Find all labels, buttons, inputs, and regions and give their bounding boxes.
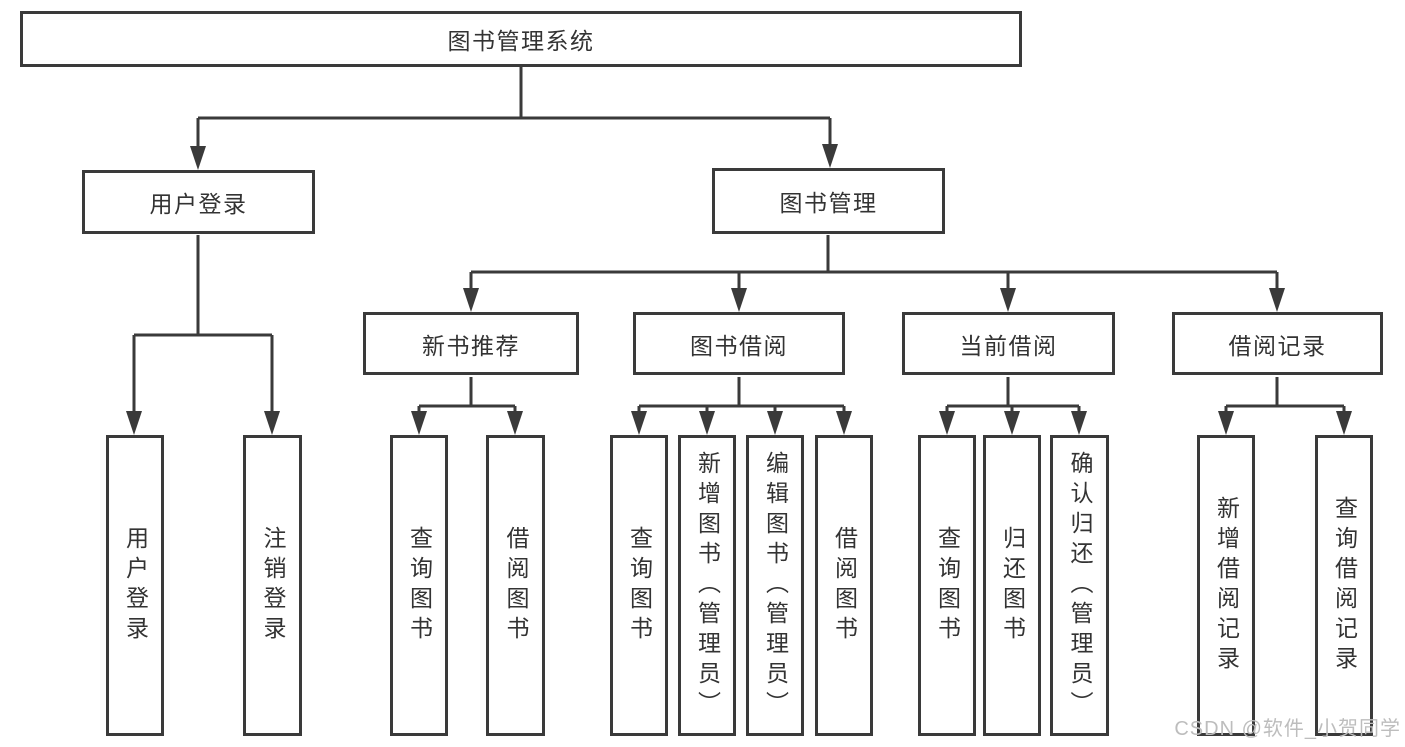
leaf-query-books-borrow: 查询图书 bbox=[610, 435, 668, 736]
arrow-down-icon bbox=[767, 411, 783, 435]
arrow-down-icon bbox=[507, 411, 523, 435]
arrow-down-icon bbox=[190, 146, 206, 170]
leaf-borrow-books-recommend: 借阅图书 bbox=[486, 435, 545, 736]
arrow-down-icon bbox=[411, 411, 427, 435]
leaf-edit-books-admin: 编辑图书（管理员） bbox=[746, 435, 804, 736]
connector-lines bbox=[132, 66, 1346, 416]
node-user-login: 用户登录 bbox=[82, 170, 315, 234]
leaf-add-books-admin: 新增图书（管理员） bbox=[678, 435, 736, 736]
arrow-down-icon bbox=[1004, 411, 1020, 435]
leaf-query-books-recommend: 查询图书 bbox=[390, 435, 448, 736]
leaf-user-login: 用户登录 bbox=[106, 435, 164, 736]
leaf-borrow-books-recommend-label: 借阅图书 bbox=[503, 525, 529, 646]
leaf-add-borrow-record: 新增借阅记录 bbox=[1197, 435, 1255, 736]
arrow-down-icon bbox=[939, 411, 955, 435]
leaf-query-books-current: 查询图书 bbox=[918, 435, 976, 736]
leaf-query-books-current-label: 查询图书 bbox=[934, 525, 961, 646]
node-current-borrow: 当前借阅 bbox=[902, 312, 1115, 375]
node-borrow-records-label: 借阅记录 bbox=[1228, 332, 1327, 359]
leaf-return-books: 归还图书 bbox=[983, 435, 1041, 736]
leaf-query-books-borrow-label: 查询图书 bbox=[626, 525, 653, 646]
leaf-borrow-books-label: 借阅图书 bbox=[831, 525, 858, 646]
leaf-logout-label: 注销登录 bbox=[260, 525, 286, 646]
arrow-down-icon bbox=[699, 411, 715, 435]
node-new-book-recommend-label: 新书推荐 bbox=[422, 332, 520, 359]
arrow-down-icon bbox=[731, 288, 747, 312]
csdn-watermark: CSDN @软件_小贺同学 bbox=[1174, 718, 1401, 740]
leaf-confirm-return-admin: 确认归还（管理员） bbox=[1050, 435, 1109, 736]
leaf-query-borrow-record: 查询借阅记录 bbox=[1315, 435, 1373, 736]
leaf-add-books-admin-label: 新增图书（管理员） bbox=[694, 450, 721, 721]
node-current-borrow-label: 当前借阅 bbox=[959, 332, 1058, 359]
arrow-down-icon bbox=[1336, 411, 1352, 435]
leaf-borrow-books: 借阅图书 bbox=[815, 435, 873, 736]
arrow-down-icon bbox=[264, 411, 280, 435]
arrow-down-icon bbox=[1218, 411, 1234, 435]
node-root: 图书管理系统 bbox=[20, 11, 1022, 67]
arrow-down-icon bbox=[1269, 288, 1285, 312]
node-user-login-label: 用户登录 bbox=[149, 191, 248, 217]
node-new-book-recommend: 新书推荐 bbox=[363, 312, 579, 375]
arrow-down-icon bbox=[126, 411, 142, 435]
node-borrow-records: 借阅记录 bbox=[1172, 312, 1383, 375]
arrow-down-icon bbox=[463, 288, 479, 312]
node-root-label: 图书管理系统 bbox=[447, 28, 595, 54]
arrow-down-icon bbox=[631, 411, 647, 435]
leaf-confirm-return-admin-label: 确认归还（管理员） bbox=[1067, 450, 1093, 721]
arrowheads bbox=[126, 144, 1352, 435]
node-book-borrow: 图书借阅 bbox=[633, 312, 845, 375]
arrow-down-icon bbox=[822, 144, 838, 168]
leaf-return-books-label: 归还图书 bbox=[999, 525, 1026, 646]
arrow-down-icon bbox=[836, 411, 852, 435]
node-book-borrow-label: 图书借阅 bbox=[690, 332, 788, 359]
node-book-management: 图书管理 bbox=[712, 168, 945, 234]
arrow-down-icon bbox=[1071, 411, 1087, 435]
leaf-logout: 注销登录 bbox=[243, 435, 302, 736]
leaf-query-books-recommend-label: 查询图书 bbox=[406, 525, 433, 646]
leaf-user-login-label: 用户登录 bbox=[122, 525, 149, 646]
leaf-edit-books-admin-label: 编辑图书（管理员） bbox=[762, 450, 789, 721]
leaf-add-borrow-record-label: 新增借阅记录 bbox=[1213, 495, 1240, 676]
leaf-query-borrow-record-label: 查询借阅记录 bbox=[1331, 495, 1358, 676]
arrow-down-icon bbox=[1000, 288, 1016, 312]
node-book-management-label: 图书管理 bbox=[779, 190, 878, 216]
